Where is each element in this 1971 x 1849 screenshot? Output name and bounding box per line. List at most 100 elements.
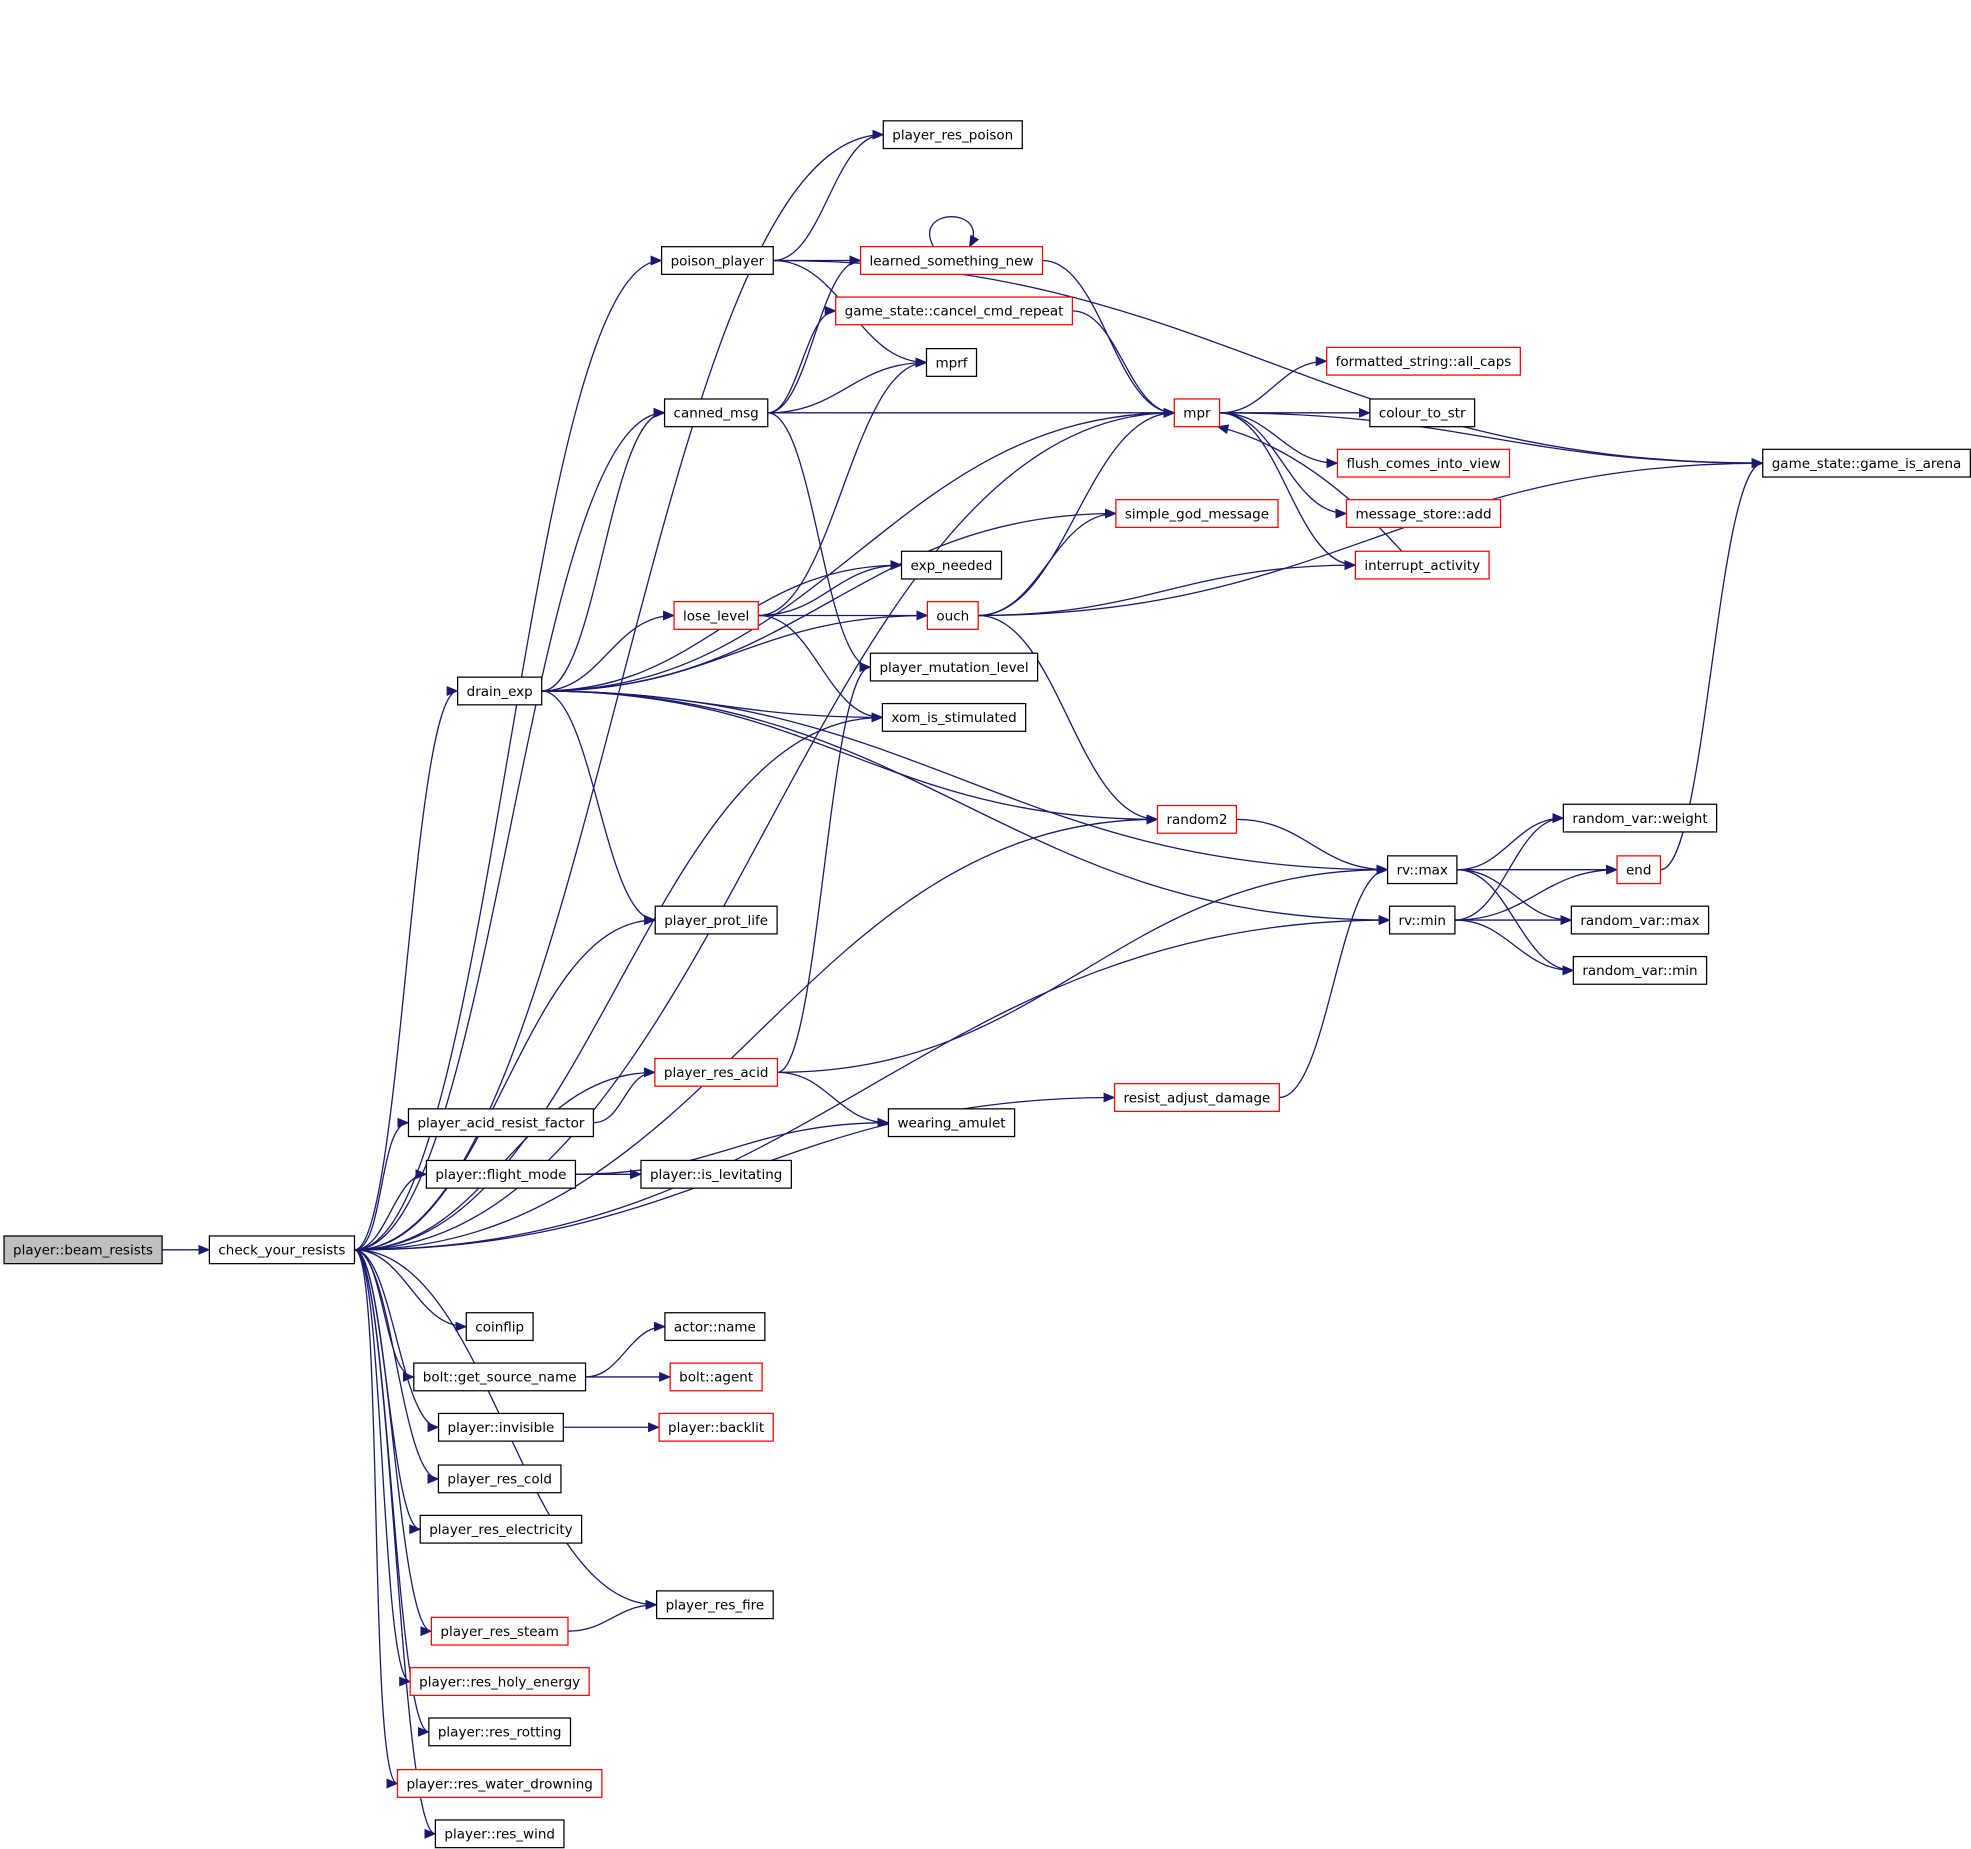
node-all-caps[interactable]: formatted_string::all_caps <box>1326 346 1521 376</box>
node-box <box>437 1464 562 1494</box>
node-mprf[interactable]: mprf <box>925 348 978 377</box>
node-label: mprf <box>936 355 969 371</box>
node-random2[interactable]: random2 <box>1156 804 1238 834</box>
edge-check-your-resists-to-player-res-steam <box>354 1249 433 1637</box>
node-simple-god-message[interactable]: simple_god_message <box>1115 499 1279 528</box>
node-beam-resists[interactable]: player::beam_resists <box>3 1235 163 1265</box>
node-random-var-max[interactable]: random_var::max <box>1570 905 1710 935</box>
node-label: player_res_electricity <box>429 1522 572 1538</box>
edge-drain-exp-to-rv-max <box>541 690 1389 875</box>
edge-check-your-resists-to-rv-min <box>354 915 1391 1251</box>
node-box <box>1354 550 1490 580</box>
node-player-res-acid[interactable]: player_res_acid <box>654 1057 779 1087</box>
edge-mpr-to-flush-comes-into-view <box>1219 412 1339 469</box>
node-get-source-name[interactable]: bolt::get_source_name <box>413 1362 587 1392</box>
node-label: message_store::add <box>1355 506 1491 522</box>
node-player-res-fire[interactable]: player_res_fire <box>655 1590 774 1620</box>
node-label: random_var::min <box>1582 963 1697 979</box>
node-label: random_var::weight <box>1572 811 1707 827</box>
node-player-mutation-level[interactable]: player_mutation_level <box>869 652 1039 682</box>
edge-mpr-to-message-store-add <box>1219 412 1348 519</box>
node-random-var-min[interactable]: random_var::min <box>1572 955 1708 985</box>
node-learned-something-new[interactable]: learned_something_new <box>859 246 1044 276</box>
edge-check-your-resists-to-player-prot-life <box>354 915 657 1251</box>
node-rv-max[interactable]: rv::max <box>1386 855 1458 885</box>
edge-canned-msg-to-learned-something-new <box>767 255 862 414</box>
node-box <box>654 1057 779 1087</box>
node-player-acid-resist-factor[interactable]: player_acid_resist_factor <box>407 1108 595 1138</box>
node-message-store-add[interactable]: message_store::add <box>1345 499 1502 528</box>
node-player-res-steam[interactable]: player_res_steam <box>430 1616 569 1646</box>
node-label: player::backlit <box>668 1420 764 1436</box>
node-check-your-resists[interactable]: check_your_resists <box>208 1235 356 1265</box>
node-box <box>887 1108 1016 1138</box>
node-poison-player[interactable]: poison_player <box>660 246 774 276</box>
node-player-res-cold[interactable]: player_res_cold <box>437 1464 562 1494</box>
node-end[interactable]: end <box>1616 855 1662 885</box>
node-box <box>1336 448 1511 478</box>
node-actor-name[interactable]: actor::name <box>664 1312 766 1342</box>
node-label: end <box>1626 863 1651 879</box>
edge-learned-something-new-to-learned-something-new <box>929 216 980 248</box>
node-res-holy-energy[interactable]: player::res_holy_energy <box>409 1667 590 1696</box>
node-res-rotting[interactable]: player::res_rotting <box>428 1717 572 1747</box>
node-player-prot-life[interactable]: player_prot_life <box>654 905 778 935</box>
node-box <box>1386 855 1458 885</box>
node-interrupt-activity[interactable]: interrupt_activity <box>1354 550 1490 580</box>
node-label: actor::name <box>674 1319 756 1335</box>
node-box <box>835 296 1074 326</box>
node-label: drain_exp <box>467 684 533 700</box>
node-box <box>1173 398 1221 428</box>
edge-check-your-resists-to-xom-is-stimulated <box>354 712 884 1251</box>
edge-flight-mode-to-wearing-amulet <box>575 1117 890 1175</box>
node-xom-is-stimulated[interactable]: xom_is_stimulated <box>881 702 1027 732</box>
node-label: exp_needed <box>911 558 993 574</box>
edge-check-your-resists-to-drain-exp <box>354 686 459 1251</box>
edge-interrupt-activity-to-mpr <box>1216 424 1403 552</box>
node-ouch[interactable]: ouch <box>926 600 979 630</box>
node-box <box>859 246 1044 276</box>
node-wearing-amulet[interactable]: wearing_amulet <box>887 1108 1016 1138</box>
node-random-var-weight[interactable]: random_var::weight <box>1562 803 1718 833</box>
edge-rv-min-to-random-var-min <box>1454 919 1575 976</box>
edge-check-your-resists-to-res-water-drowning <box>354 1249 399 1789</box>
node-exp-needed[interactable]: exp_needed <box>900 550 1003 580</box>
node-label: player::res_wind <box>444 1827 555 1843</box>
node-rv-min[interactable]: rv::min <box>1388 905 1456 935</box>
node-backlit[interactable]: player::backlit <box>658 1412 774 1442</box>
edge-drain-exp-to-mpr <box>541 407 1176 692</box>
node-label: player::res_rotting <box>438 1725 562 1741</box>
edge-lose-level-to-mprf <box>758 357 928 617</box>
node-flight-mode[interactable]: player::flight_mode <box>425 1159 577 1189</box>
node-label: player_acid_resist_factor <box>417 1115 584 1131</box>
node-box <box>409 1667 590 1696</box>
edge-player-acid-resist-factor-to-player-res-acid <box>593 1067 656 1124</box>
node-label: player::res_holy_energy <box>419 1674 580 1690</box>
edge-cancel-cmd-repeat-to-mpr <box>1072 310 1176 418</box>
node-cancel-cmd-repeat[interactable]: game_state::cancel_cmd_repeat <box>835 296 1074 326</box>
node-res-wind[interactable]: player::res_wind <box>434 1819 565 1849</box>
node-box <box>654 905 778 935</box>
node-label: player_res_cold <box>447 1472 552 1488</box>
node-label: resist_adjust_damage <box>1124 1090 1271 1106</box>
node-resist-adjust-damage[interactable]: resist_adjust_damage <box>1113 1083 1280 1112</box>
node-player-res-electricity[interactable]: player_res_electricity <box>419 1514 583 1544</box>
node-player-res-poison[interactable]: player_res_poison <box>882 120 1023 150</box>
node-label: player::invisible <box>448 1420 555 1436</box>
node-canned-msg[interactable]: canned_msg <box>663 398 769 428</box>
node-game-is-arena[interactable]: game_state::game_is_arena <box>1762 448 1971 478</box>
node-res-water-drowning[interactable]: player::res_water_drowning <box>396 1768 603 1798</box>
node-colour-to-str[interactable]: colour_to_str <box>1369 398 1476 428</box>
node-lose-level[interactable]: lose_level <box>673 600 759 630</box>
node-bolt-agent[interactable]: bolt::agent <box>669 1362 763 1392</box>
node-box <box>430 1616 569 1646</box>
node-drain-exp[interactable]: drain_exp <box>457 676 543 706</box>
edge-drain-exp-to-random2 <box>541 690 1159 825</box>
node-flush-comes-into-view[interactable]: flush_comes_into_view <box>1336 448 1511 478</box>
edge-rv-min-to-random-var-weight <box>1454 813 1565 921</box>
node-mpr[interactable]: mpr <box>1173 398 1221 428</box>
edge-ouch-to-interrupt-activity <box>978 560 1357 617</box>
node-is-levitating[interactable]: player::is_levitating <box>640 1159 792 1189</box>
node-invisible[interactable]: player::invisible <box>437 1412 564 1442</box>
node-coinflip[interactable]: coinflip <box>465 1312 534 1342</box>
